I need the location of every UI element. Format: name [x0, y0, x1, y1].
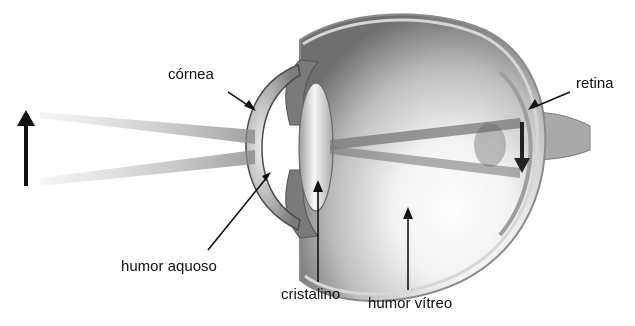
leader-aqueous [208, 176, 268, 250]
light-ray-upper [40, 112, 255, 144]
label-aqueous-humor: humor aquoso [121, 259, 217, 274]
label-cornea: córnea [168, 67, 214, 82]
label-vitreous-humor: humor vítreo [368, 296, 452, 311]
label-lens: cristalino [281, 287, 340, 302]
object-arrow-head [17, 110, 35, 126]
light-ray-lower [40, 150, 255, 186]
label-retina: retina [576, 76, 614, 91]
